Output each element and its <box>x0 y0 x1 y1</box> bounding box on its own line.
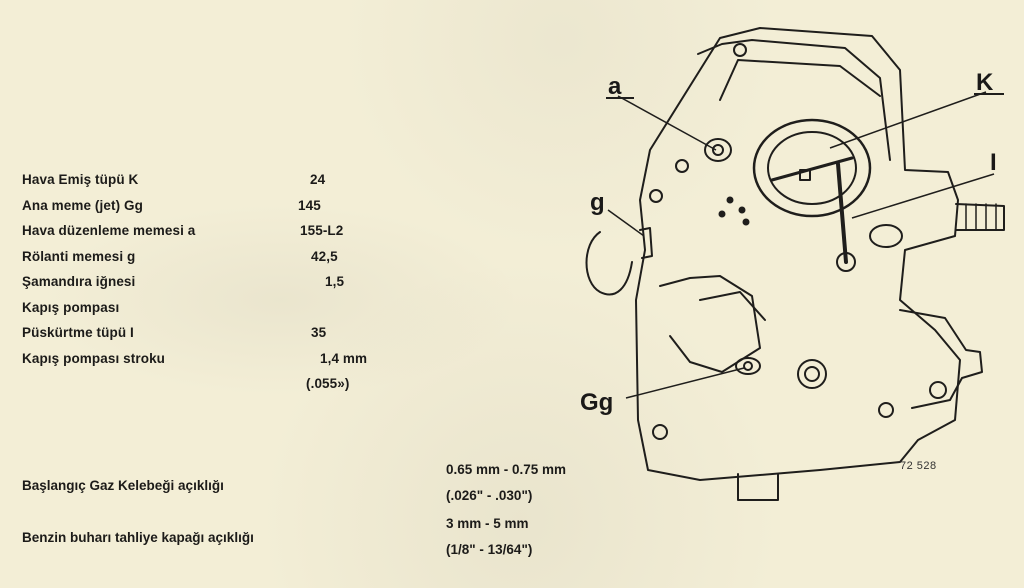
spec-label: Kapış pompası stroku <box>22 350 166 366</box>
throttle-linkage <box>899 309 983 409</box>
mount-hole-left <box>675 159 689 173</box>
spec-value: 155-L2 <box>300 223 344 238</box>
mount-hole-mid <box>649 189 663 203</box>
idle-screw-thread <box>965 203 997 231</box>
throttle-pivot <box>929 381 947 399</box>
choke-clearance-metric: 0.65 mm - 0.75 mm <box>446 462 567 477</box>
vent-valve-clearance-metric: 3 mm - 5 mm <box>446 516 529 531</box>
leader-a <box>617 95 717 151</box>
callout-K: K <box>976 69 994 96</box>
leader-I <box>851 173 995 219</box>
spec-label: Şamandıra iğnesi <box>22 274 136 289</box>
spec-row-air-intake: Hava Emiş tüpü K 24 <box>22 170 422 196</box>
main-jet <box>743 361 753 371</box>
carburetor-diagram: a K I g Gg <box>580 27 1005 501</box>
callout-g: g <box>590 189 605 216</box>
air-correction-jet <box>712 144 724 156</box>
spec-row-main-jet: Ana meme (jet) Gg 145 <box>22 196 422 222</box>
mount-hole-bottom-left <box>652 424 668 440</box>
port-dot-2 <box>738 206 746 214</box>
leader-Gg <box>625 367 745 399</box>
pump-injector-tube <box>836 162 848 264</box>
main-jet-recess <box>735 357 761 375</box>
callout-a: a <box>608 73 622 100</box>
carburetor-body-outline <box>635 27 961 481</box>
choke-venturi-inner <box>767 131 857 205</box>
spec-label: Hava Emiş tüpü K <box>22 172 139 187</box>
pump-boss <box>869 224 903 248</box>
spec-row-pump-stroke-imperial: (.055») <box>22 374 422 400</box>
spec-value: 35 <box>311 325 327 340</box>
bottom-screw <box>737 473 779 501</box>
spec-value: 1,4 mm <box>320 350 368 366</box>
spec-label: Kapış pompası <box>22 299 120 315</box>
spec-row-pump-injector: Püskürtme tüpü I 35 <box>22 323 422 349</box>
spec-label: Püskürtme tüpü I <box>22 325 134 340</box>
port-dot-4 <box>742 218 750 226</box>
spec-value: 1,5 <box>325 274 345 289</box>
idle-jet-housing <box>639 227 653 259</box>
spec-row-float-needle: Şamandıra iğnesi 1,5 <box>22 272 422 298</box>
top-cover-edge <box>697 39 891 161</box>
callout-Gg: Gg <box>580 389 613 416</box>
port-dot-1 <box>726 196 734 204</box>
callout-I: I <box>990 149 997 176</box>
air-correction-jet-recess <box>704 138 732 162</box>
idle-screw-body <box>955 203 1005 231</box>
emulsion-tube-well-inner <box>804 366 820 382</box>
linkage-arm <box>719 59 881 101</box>
choke-venturi-outer <box>752 118 872 218</box>
spec-value: 24 <box>310 172 326 187</box>
choke-clearance-imperial: (.026" - .030") <box>446 488 533 503</box>
pump-injector-base <box>836 252 856 272</box>
spec-value: (.055») <box>306 376 350 391</box>
spec-row-idle-jet: Rölanti memesi g 42,5 <box>22 247 422 273</box>
spec-label: Ana meme (jet) Gg <box>22 197 143 213</box>
leader-g <box>607 209 645 237</box>
mount-hole-bottom-right <box>878 402 894 418</box>
spec-row-air-correction-jet: Hava düzenleme memesi a 155-L2 <box>22 221 422 247</box>
spec-value: 145 <box>298 197 321 213</box>
figure-code: 72 528 <box>900 460 937 472</box>
spec-row-pump-stroke: Kapış pompası stroku 1,4 mm <box>22 349 422 375</box>
fuel-inlet-pipe <box>585 231 633 296</box>
mount-hole-top <box>733 43 747 57</box>
port-dot-3 <box>718 210 726 218</box>
spec-label: Hava düzenleme memesi a <box>22 223 196 238</box>
spec-label: Rölanti memesi g <box>22 248 136 264</box>
choke-clearance-label: Başlangıç Gaz Kelebeği açıklığı <box>22 478 224 493</box>
choke-shaft-square <box>799 169 811 181</box>
jet-spec-table: Hava Emiş tüpü K 24 Ana meme (jet) Gg 14… <box>22 170 422 400</box>
vent-valve-clearance-label: Benzin buharı tahliye kapağı açıklığı <box>22 530 254 545</box>
float-chamber-rib <box>699 291 766 321</box>
emulsion-tube-well-outer <box>797 359 827 389</box>
float-chamber-wall <box>659 275 761 373</box>
spec-value: 42,5 <box>311 248 338 264</box>
leader-K <box>829 91 987 149</box>
choke-flap <box>770 156 854 182</box>
vent-valve-clearance-imperial: (1/8" - 13/64") <box>446 542 533 557</box>
spec-row-accelerator-pump: Kapış pompası <box>22 298 422 324</box>
